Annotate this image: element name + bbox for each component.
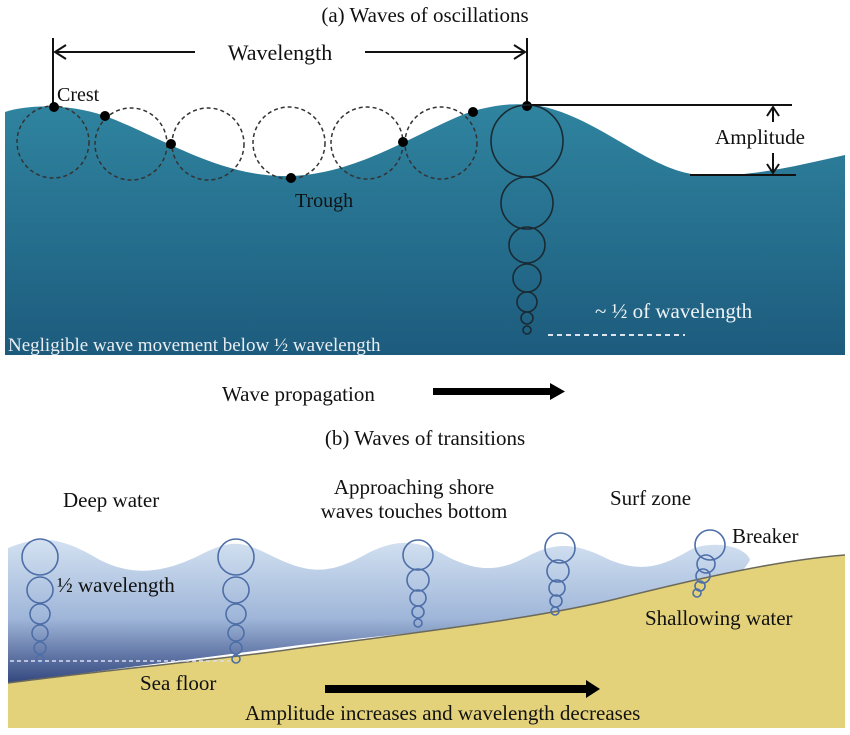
surf-zone-label: Surf zone bbox=[610, 486, 691, 510]
particle-dots bbox=[49, 101, 532, 183]
sea-floor-label: Sea floor bbox=[140, 671, 216, 695]
negligible-label: Negligible wave movement below ½ wavelen… bbox=[8, 335, 381, 356]
orbit-column bbox=[490, 104, 564, 335]
panel-b-title: (b) Waves of transitions bbox=[325, 426, 525, 450]
amplitude-arrow bbox=[325, 680, 600, 698]
trough-label: Trough bbox=[295, 190, 353, 212]
wavelength-label: Wavelength bbox=[228, 40, 333, 65]
approaching-label-line2: waves touches bottom bbox=[321, 499, 508, 523]
propagation-arrow bbox=[433, 383, 565, 400]
sea-floor bbox=[8, 555, 845, 728]
amplitude-label: Amplitude bbox=[715, 125, 805, 149]
half-wavelength-label: ~ ½ of wavelength bbox=[595, 299, 753, 323]
amplitude-increase-label: Amplitude increases and wavelength decre… bbox=[245, 701, 640, 725]
deep-water-label: Deep water bbox=[63, 488, 159, 512]
shallowing-label: Shallowing water bbox=[645, 606, 793, 630]
panel-a-title: (a) Waves of oscillations bbox=[321, 3, 528, 27]
panel-b-water bbox=[8, 539, 750, 683]
breaker-label: Breaker bbox=[732, 524, 798, 548]
half-wavelength-label-b: ½ wavelength bbox=[57, 573, 175, 597]
orbit-columns-b bbox=[21, 529, 726, 664]
wavelength-dimension bbox=[52, 38, 528, 108]
panel-a-water bbox=[5, 104, 845, 355]
sea-floor-line bbox=[7, 554, 846, 684]
crest-label: Crest bbox=[57, 84, 100, 106]
approaching-label-line1: Approaching shore bbox=[334, 475, 494, 499]
amplitude-dimension bbox=[530, 104, 796, 176]
propagation-label: Wave propagation bbox=[222, 382, 375, 406]
